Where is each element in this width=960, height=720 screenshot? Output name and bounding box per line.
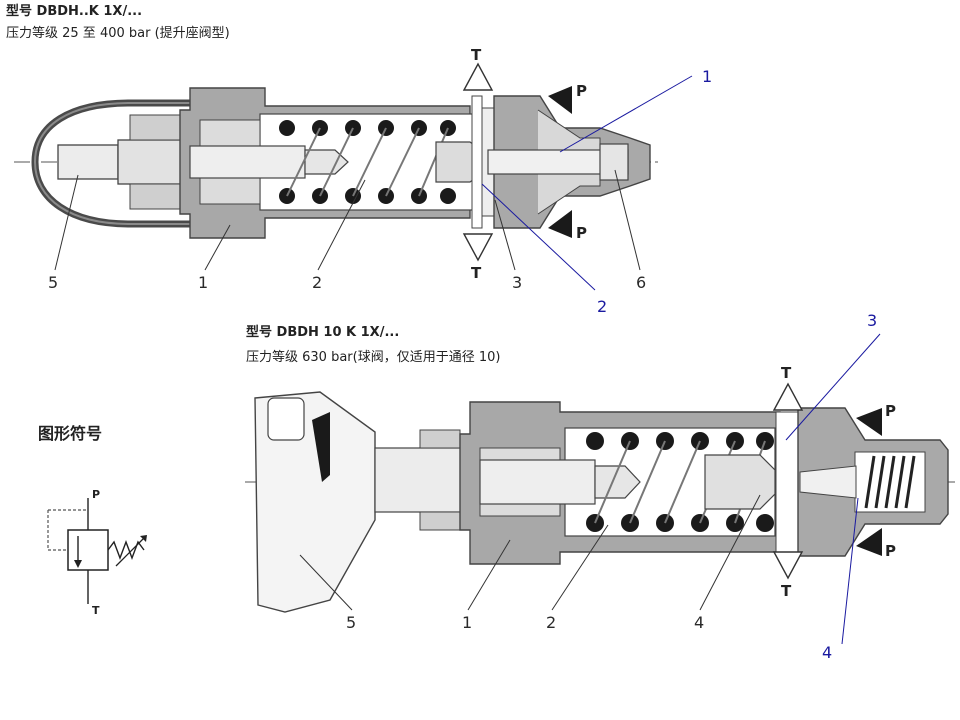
- top-model-title: 型号 DBDH..K 1X/...: [6, 4, 143, 19]
- hydraulic-symbol: P T: [47, 488, 147, 617]
- symbol-adjust-arrow: [115, 535, 147, 567]
- top-pressure-rating: 压力等级 25 至 400 bar (提升座阀型): [6, 26, 230, 41]
- bottom-part-label-1: 1: [462, 613, 472, 632]
- bottom-pressure-rating: 压力等级 630 bar(球阀，仅适用于通径 10): [246, 350, 501, 365]
- bottom-port-t-upper: T: [781, 364, 792, 382]
- symbol-port-t: T: [92, 604, 100, 617]
- bottom-port-p-lower: P: [885, 542, 896, 560]
- symbol-spring: [107, 540, 145, 560]
- top-port-p-upper: P: [576, 82, 587, 100]
- top-blue-callout-1: 1: [702, 67, 712, 86]
- bottom-model-title: 型号 DBDH 10 K 1X/...: [246, 325, 400, 340]
- top-port-p-upper-arrow: [548, 86, 572, 114]
- top-part-label-1: 1: [198, 273, 208, 292]
- symbol-title: 图形符号: [38, 424, 103, 443]
- bottom-port-p-upper: P: [885, 402, 896, 420]
- bottom-port-t-upper-arrow: [772, 382, 804, 411]
- bottom-port-p-upper-arrow: [856, 408, 882, 436]
- top-screw-head: [57, 144, 119, 180]
- top-port-t-upper-arrow: [462, 62, 494, 91]
- top-part-label-3: 3: [512, 273, 522, 292]
- top-port-p-lower-arrow: [548, 210, 572, 238]
- top-port-t-lower: T: [471, 264, 482, 282]
- top-part-label-2: 2: [312, 273, 322, 292]
- bottom-part-label-4: 4: [694, 613, 704, 632]
- bottom-blue-callout-4: 4: [822, 643, 832, 662]
- symbol-valve-box: [67, 529, 109, 571]
- top-part-label-5: 5: [48, 273, 58, 292]
- top-port-t-upper: T: [471, 46, 482, 64]
- top-spring: [279, 120, 456, 204]
- bottom-ball-guide: [704, 454, 776, 510]
- bottom-small-spring: [864, 455, 916, 509]
- bottom-port-t-lower: T: [781, 582, 792, 600]
- top-valve: T T P P 5 1 2 3 6 1 2: [14, 46, 712, 316]
- top-port-t-lower-arrow: [462, 233, 494, 262]
- top-blue-callout-2: 2: [597, 297, 607, 316]
- symbol-pilot-line: [47, 510, 68, 551]
- bottom-part-label-5: 5: [346, 613, 356, 632]
- bottom-valve: T T P P 5 1 2 4 3 4: [245, 311, 955, 662]
- bottom-plunger: [479, 459, 596, 505]
- bottom-handknob: [254, 391, 376, 613]
- bottom-port-t-lower-arrow: [772, 551, 804, 580]
- symbol-port-p: P: [92, 488, 100, 501]
- bottom-part-label-2: 2: [546, 613, 556, 632]
- bottom-port-p-lower-arrow: [856, 528, 882, 556]
- bottom-blue-callout-3: 3: [867, 311, 877, 330]
- top-port-p-lower: P: [576, 224, 587, 242]
- bottom-spring: [586, 432, 774, 532]
- top-part-label-6: 6: [636, 273, 646, 292]
- top-screw-shank: [117, 139, 191, 185]
- top-plunger-rod: [189, 145, 306, 179]
